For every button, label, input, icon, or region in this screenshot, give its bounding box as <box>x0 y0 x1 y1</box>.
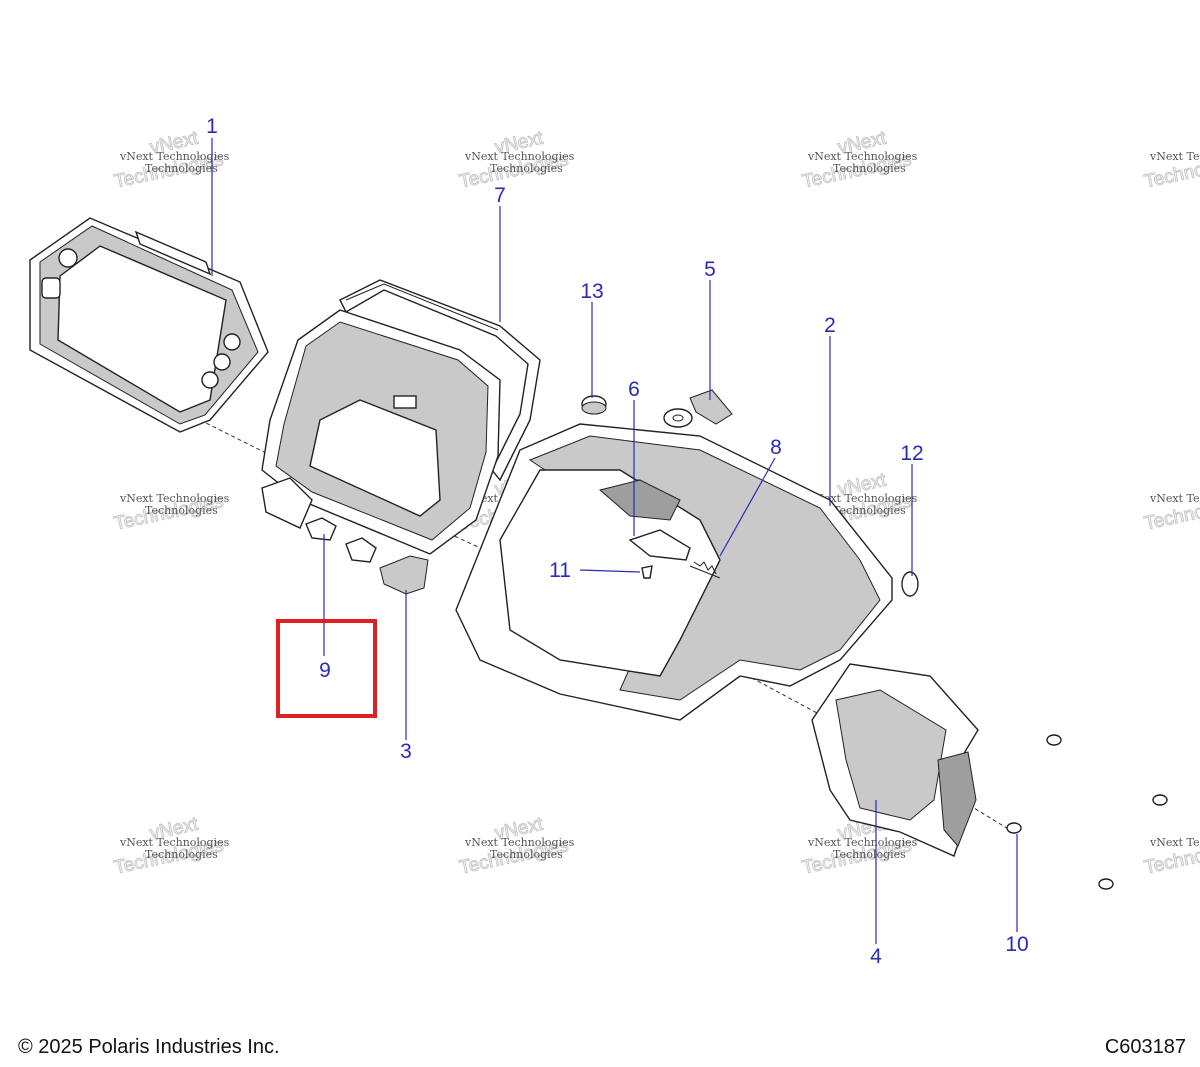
svg-text:Technologies: Technologies <box>145 848 218 861</box>
watermark: Technologies vNext vNext Technologies Te… <box>457 813 575 879</box>
callout-12[interactable]: 12 <box>900 442 923 465</box>
part-10-screws[interactable] <box>1006 734 1168 890</box>
callout-6[interactable]: 6 <box>628 378 640 401</box>
part-8-spring[interactable] <box>693 561 717 575</box>
svg-text:Technologies: Technologies <box>833 162 906 175</box>
svg-text:vNext Technologies: vNext Technologies <box>1149 150 1200 163</box>
watermark: Technologies vNext vNext Technologies Te… <box>112 813 230 879</box>
svg-text:vNext Technologies: vNext Technologies <box>119 492 230 505</box>
svg-text:vNext Technologies: vNext Technologies <box>1149 492 1200 505</box>
callout-2[interactable]: 2 <box>824 314 836 337</box>
svg-text:vNext Technologies: vNext Technologies <box>119 836 230 849</box>
svg-text:Technologies: Technologies <box>145 162 218 175</box>
svg-text:Technologies: Technologies <box>490 162 563 175</box>
callout-11[interactable]: 11 <box>549 559 571 582</box>
callout-13[interactable]: 13 <box>580 280 603 303</box>
watermark: Technologies vNext vNext Technologies Te… <box>800 127 918 193</box>
callout-10[interactable]: 10 <box>1005 933 1028 956</box>
drawing-id: C603187 <box>1104 1036 1186 1058</box>
leader-lines <box>211 138 1018 944</box>
watermark: Technologies vNext Technologies Technolo… <box>112 490 230 535</box>
svg-text:vNext Technologies: vNext Technologies <box>807 150 918 163</box>
part-3-housing[interactable] <box>261 309 501 595</box>
svg-text:Technologies: Technologies <box>833 848 906 861</box>
part-13-plug[interactable] <box>581 395 607 415</box>
svg-text:vNext Technologies: vNext Technologies <box>807 492 918 505</box>
part-2-pod[interactable] <box>455 423 893 721</box>
part-1-display[interactable] <box>29 217 269 433</box>
svg-text:Technologies: Technologies <box>145 504 218 517</box>
svg-text:vNext Technologies: vNext Technologies <box>119 150 230 163</box>
callout-3[interactable]: 3 <box>400 740 412 763</box>
svg-text:vNext Technologies: vNext Technologies <box>464 836 575 849</box>
watermark: Technologies vNext Technologies <box>1142 834 1200 879</box>
svg-text:vNext Technologies: vNext Technologies <box>464 150 575 163</box>
watermark: Technologies vNext vNext Technologies Te… <box>457 127 575 193</box>
callout-1[interactable]: 1 <box>206 115 218 138</box>
part-5-knob[interactable] <box>663 389 733 428</box>
callout-8[interactable]: 8 <box>770 436 782 459</box>
callout-9[interactable]: 9 <box>319 659 331 682</box>
highlight-box <box>276 619 377 718</box>
svg-text:vNext Technologies: vNext Technologies <box>1149 836 1200 849</box>
part-9-pins[interactable] <box>305 517 377 563</box>
callout-4[interactable]: 4 <box>870 945 882 968</box>
callout-7[interactable]: 7 <box>494 184 506 207</box>
copyright-text: © 2025 Polaris Industries Inc. <box>18 1036 280 1058</box>
watermark: Technologies vNext Technologies <box>1142 148 1200 193</box>
svg-text:Technologies: Technologies <box>490 848 563 861</box>
svg-text:Technologies: Technologies <box>833 504 906 517</box>
part-11-screw[interactable] <box>641 565 653 579</box>
svg-text:vNext Technologies: vNext Technologies <box>807 836 918 849</box>
part-12-grommet[interactable] <box>901 571 919 597</box>
watermark: Technologies vNext Technologies <box>1142 490 1200 535</box>
callout-5[interactable]: 5 <box>704 258 716 281</box>
callouts: 1 2 3 4 5 6 7 8 9 10 11 12 13 <box>206 115 1029 968</box>
part-4-cover[interactable] <box>811 663 979 857</box>
